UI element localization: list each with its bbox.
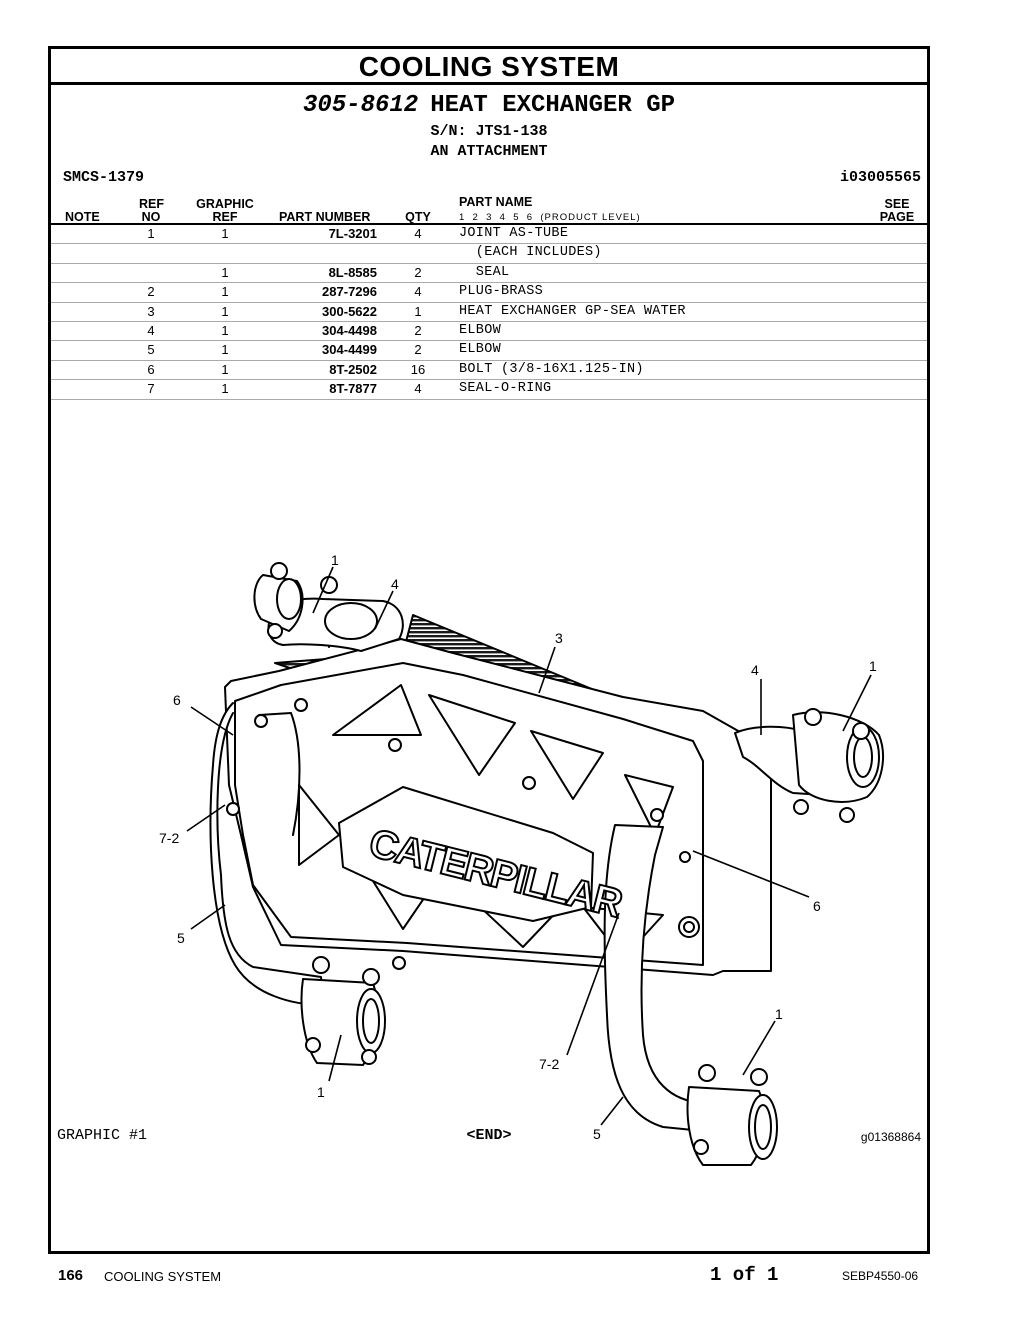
- graphic-ref: 1: [221, 342, 229, 358]
- table-row: 3 1 300-5622 1 HEAT EXCHANGER GP-SEA WAT…: [51, 303, 927, 322]
- part-name: ELBOW: [459, 342, 502, 358]
- part-name: HEAT EXCHANGER GP-SEA WATER: [459, 303, 686, 319]
- graphic-ref: 1: [221, 226, 229, 241]
- table-row: 5 1 304-4499 2 ELBOW: [51, 341, 927, 361]
- ref-no: 1: [147, 226, 155, 241]
- graphic-ref: 1: [221, 361, 229, 377]
- table-row: (EACH INCLUDES): [51, 244, 927, 264]
- ref-no: 4: [147, 322, 155, 338]
- header-note: NOTE: [65, 210, 100, 224]
- callout-label: 4: [751, 662, 759, 678]
- part-name: ELBOW: [459, 322, 502, 338]
- header-graphic-ref-bottom: REF: [212, 210, 238, 224]
- part-number: 304-4498: [322, 322, 377, 338]
- qty: 16: [410, 361, 426, 377]
- header-qty: QTY: [405, 210, 431, 224]
- qty: 4: [414, 284, 422, 300]
- parts-table: 1 1 7L-3201 4 JOINT AS-TUBE (EACH INCLUD…: [51, 225, 927, 400]
- ref-no: 2: [147, 284, 155, 300]
- callout-label: 1: [331, 552, 339, 568]
- graphic-label: GRAPHIC #1: [57, 1127, 148, 1144]
- part-name: SEAL-O-RING: [459, 381, 552, 397]
- callout-label: 6: [813, 898, 821, 914]
- end-label: <END>: [466, 1127, 512, 1144]
- callout-label: 1: [775, 1006, 783, 1022]
- footer-section: COOLING SYSTEM: [104, 1269, 222, 1284]
- part-name: PLUG-BRASS: [459, 284, 544, 300]
- graphic-ref: 1: [221, 284, 229, 300]
- part-number: 8T-7877: [329, 381, 377, 397]
- group-name: HEAT EXCHANGER GP: [430, 92, 676, 119]
- heat-exchanger-illustration: CATERPILLAR 1 4 3 4 1 6 7-2 5: [159, 552, 884, 1166]
- ref-no: 5: [147, 342, 155, 358]
- graphic-ref: 1: [221, 303, 229, 319]
- serial-number: S/N: JTS1-138: [430, 123, 548, 140]
- qty: 2: [414, 342, 422, 358]
- header-part-number: PART NUMBER: [279, 210, 371, 224]
- header-ref-bottom: NO: [141, 210, 161, 224]
- document-id: SEBP4550-06: [842, 1269, 919, 1283]
- page-footer: 166 COOLING SYSTEM 1 of 1 SEBP4550-06: [0, 1264, 1020, 1288]
- graphic-ref: 1: [221, 264, 229, 280]
- section-title: COOLING SYSTEM: [51, 49, 927, 85]
- callout-label: 5: [593, 1126, 601, 1142]
- part-name: BOLT (3/8-16X1.125-IN): [459, 361, 644, 377]
- part-number: 287-7296: [322, 284, 377, 300]
- qty: 4: [414, 381, 422, 397]
- part-name: JOINT AS-TUBE: [459, 226, 569, 241]
- ref-no: 6: [147, 361, 155, 377]
- table-row: 2 1 287-7296 4 PLUG-BRASS: [51, 283, 927, 303]
- ref-no: 3: [147, 303, 155, 319]
- qty: 1: [414, 303, 422, 319]
- header-graphic-ref-top: GRAPHIC: [196, 197, 254, 211]
- page-number: 166: [58, 1267, 84, 1284]
- qty: 2: [414, 264, 422, 280]
- table-row: 1 1 7L-3201 4 JOINT AS-TUBE: [51, 225, 927, 245]
- table-row: 1 8L-8585 2 SEAL: [51, 264, 927, 284]
- callout-label: 3: [555, 630, 563, 646]
- header-ref-top: REF: [139, 197, 164, 211]
- group-title: 305-8612 HEAT EXCHANGER GP: [51, 89, 927, 123]
- ref-no: 7: [147, 381, 155, 397]
- info-ref: i03005565: [839, 169, 921, 186]
- callout-label: 6: [173, 692, 181, 708]
- part-number: 304-4499: [322, 342, 377, 358]
- page-of: 1 of 1: [710, 1264, 779, 1286]
- header-product-levels: 1 2 3 4 5 6 (PRODUCT LEVEL): [459, 212, 641, 223]
- part-number: 8L-8585: [328, 264, 377, 280]
- header-part-name: PART NAME: [459, 195, 533, 209]
- group-part-number: 305-8612: [302, 92, 419, 119]
- header-see-top: SEE: [884, 197, 910, 211]
- callout-label: 1: [869, 658, 877, 674]
- table-row: 4 1 304-4498 2 ELBOW: [51, 322, 927, 342]
- part-number: 8T-2502: [329, 361, 377, 377]
- graphic-ref: 1: [221, 381, 229, 397]
- callout-label: 7-2: [159, 830, 179, 846]
- header-see-bottom: PAGE: [879, 210, 915, 224]
- callout-label: 7-2: [539, 1056, 559, 1072]
- table-row: 6 1 8T-2502 16 BOLT (3/8-16X1.125-IN): [51, 361, 927, 381]
- part-number: 300-5622: [322, 303, 377, 319]
- callout-label: 4: [391, 576, 399, 592]
- part-name: (EACH INCLUDES): [459, 245, 602, 261]
- table-row: 7 1 8T-7877 4 SEAL-O-RING: [51, 380, 927, 400]
- part-number: 7L-3201: [328, 226, 377, 241]
- callout-label: 1: [317, 1084, 325, 1100]
- callout-label: 5: [177, 930, 185, 946]
- attachment-label: AN ATTACHMENT: [430, 143, 548, 160]
- graphic-ref: 1: [221, 322, 229, 338]
- smcs-code: SMCS-1379: [63, 169, 145, 186]
- qty: 2: [414, 322, 422, 338]
- table-header: NOTE REF NO GRAPHIC REF PART NUMBER QTY …: [51, 193, 927, 225]
- qty: 4: [414, 226, 422, 241]
- part-name: SEAL: [459, 264, 510, 280]
- graphic-id: g01368864: [860, 1130, 921, 1144]
